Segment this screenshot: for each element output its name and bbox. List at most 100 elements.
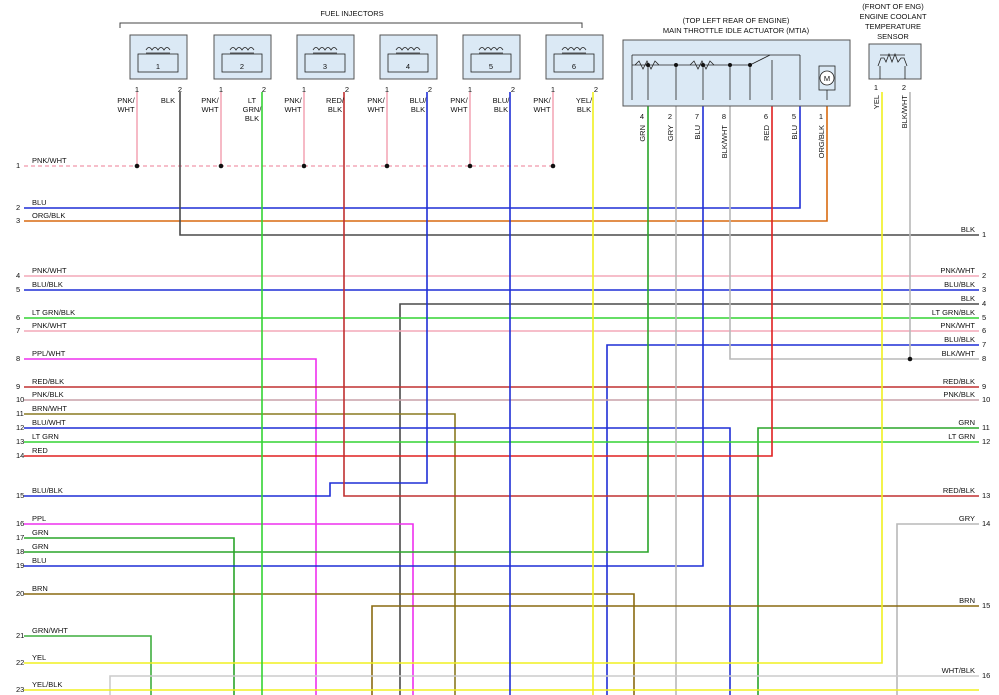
injector-body (462, 34, 521, 80)
left-pin-wire-label: BRN (32, 584, 48, 593)
injector-pin-1: 1 (135, 85, 139, 94)
mtia-motor-label: M (824, 74, 830, 83)
splice-dot-injector-1 (134, 163, 140, 169)
splice-dot-injector-6 (550, 163, 556, 169)
wire-bluwht-left-pin12 (24, 427, 731, 695)
wire-blk-right-pin4 (399, 303, 979, 695)
injector-pin-2: 2 (178, 85, 182, 94)
injector-pin-1: 1 (468, 85, 472, 94)
right-pin-wire-label: RED/BLK (943, 486, 975, 495)
injector-wire1-label: PNK/ (117, 96, 135, 105)
left-pin-wire-label: BLU (32, 198, 47, 207)
wire-brnwht-left-pin11 (24, 413, 456, 695)
mtia-node-dot (674, 63, 678, 67)
right-pin-number: 11 (982, 423, 990, 432)
coil-symbol (229, 47, 255, 51)
wire-pplwht-left-pin8 (24, 358, 317, 695)
left-pin-wire-label: LT GRN/BLK (32, 308, 75, 317)
wire-redblk-injector-3 (343, 92, 979, 497)
left-pin-wire-label: RED/BLK (32, 377, 64, 386)
right-pin-number: 15 (982, 601, 990, 610)
wire-ppl-left-pin16 (24, 523, 414, 695)
injector-pin-1: 1 (302, 85, 306, 94)
injector-body (213, 34, 272, 80)
injector-wire1-label: PNK/ (367, 96, 385, 105)
injector-inner-frame (470, 53, 512, 73)
injector-wire2-label: BLK (577, 105, 591, 114)
mtia-node-dot (701, 63, 705, 67)
right-pin-wire-label: LT GRN (948, 432, 975, 441)
left-pin-wire-label: PPL (32, 514, 46, 523)
wire-grn-left-pin17 (24, 537, 235, 695)
injector-pin-1: 1 (551, 85, 555, 94)
left-pin-number: 14 (16, 451, 24, 460)
coil-symbol (145, 47, 171, 51)
left-pin-number: 1 (16, 161, 20, 170)
mtia-header-line1: (TOP LEFT REAR OF ENGINE) (683, 16, 790, 25)
wire-gry-right-pin14 (896, 523, 979, 695)
injector-pin-1: 1 (219, 85, 223, 94)
splice-dot-injector-2 (218, 163, 224, 169)
left-pin-wire-label: BRN/WHT (32, 404, 67, 413)
injector-number: 4 (406, 62, 410, 71)
right-pin-wire-label: BLU/BLK (944, 280, 975, 289)
mtia-pin-number: 7 (695, 112, 699, 121)
ect-header-line4: SENSOR (877, 32, 909, 41)
injector-wire1-label: WHT (284, 105, 301, 114)
left-pin-wire-label: GRN (32, 528, 49, 537)
left-pin-wire-label: LT GRN (32, 432, 59, 441)
left-pin-number: 2 (16, 203, 20, 212)
ect-pin-number: 1 (874, 83, 878, 92)
wires-layer (24, 92, 979, 695)
right-pin-wire-label: BLK (961, 294, 975, 303)
wire-red-mtia-pin6 (24, 92, 773, 457)
injector-pin-2: 2 (262, 85, 266, 94)
injector-body (379, 34, 438, 80)
injector-inner-frame (387, 53, 429, 73)
injector-inner-frame (304, 53, 346, 73)
mtia-pin-wire-label: BLK/WHT (720, 125, 729, 159)
left-pin-number: 18 (16, 547, 24, 556)
ect-pin-number: 2 (902, 83, 906, 92)
mtia-pin-number: 2 (668, 112, 672, 121)
right-pin-number: 12 (982, 437, 990, 446)
injector-number: 2 (240, 62, 244, 71)
injector-body (545, 34, 604, 80)
injector-number: 5 (489, 62, 493, 71)
wire-blu-mtia-pin5 (24, 92, 801, 209)
left-pin-wire-label: PNK/WHT (32, 321, 67, 330)
wire-blk-right-pin1 (179, 92, 979, 236)
left-pin-wire-label: BLU/BLK (32, 280, 63, 289)
mtia-node-dot (728, 63, 732, 67)
wire-blublk-injector-4 (24, 92, 428, 497)
mtia-pin-wire-label: RED (762, 124, 771, 140)
injector-inner-frame (553, 53, 595, 73)
left-pin-number: 19 (16, 561, 24, 570)
right-pin-number: 14 (982, 519, 990, 528)
left-pin-number: 8 (16, 354, 20, 363)
injector-wire1-label: WHT (117, 105, 134, 114)
wire-brn-right-pin15 (371, 605, 979, 695)
right-pin-number: 5 (982, 313, 986, 322)
injector-wire2-label: BLU/ (410, 96, 428, 105)
injector-number: 3 (323, 62, 327, 71)
left-pin-number: 21 (16, 631, 24, 640)
injector-wire2-label: RED/ (326, 96, 345, 105)
ect-thermistor-symbol (877, 52, 908, 67)
injector-pin-2: 2 (428, 85, 432, 94)
right-pin-number: 3 (982, 285, 986, 294)
right-pin-number: 2 (982, 271, 986, 280)
right-pin-wire-label: BLK (961, 225, 975, 234)
left-pin-wire-label: PPL/WHT (32, 349, 66, 358)
splice-dot-injector-5 (467, 163, 473, 169)
injector-wire1-label: PNK/ (201, 96, 219, 105)
wire-blkwht-mtia-pin8 (729, 92, 979, 360)
injector-wire2-label: YEL/ (576, 96, 593, 105)
left-pin-wire-label: PNK/BLK (32, 390, 64, 399)
coil-symbol (395, 47, 421, 51)
mtia-header-line2: MAIN THROTTLE IDLE ACTUATOR (MTIA) (663, 26, 810, 35)
injector-pin-2: 2 (345, 85, 349, 94)
